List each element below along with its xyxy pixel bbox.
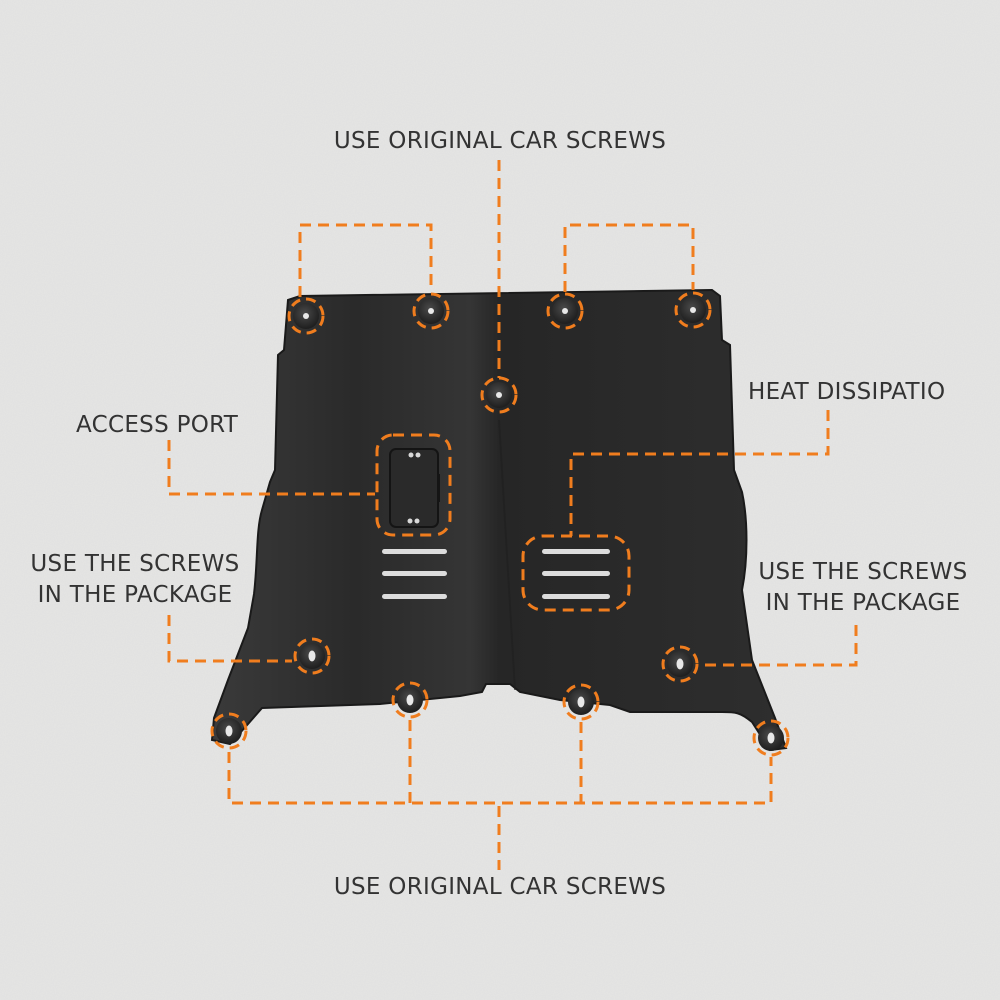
dashed-highlight-ring — [752, 719, 790, 757]
access-port-highlight — [375, 433, 452, 537]
screw-point-bottom-2 — [562, 683, 600, 721]
label-left-package-line1: USE THE SCREWS — [30, 551, 240, 577]
screw-point-top-0 — [287, 297, 325, 335]
plate-crease — [498, 419, 516, 691]
leader-bottom-bracket — [227, 752, 773, 805]
leader-right-package — [698, 625, 858, 667]
screw-point-top-2 — [546, 292, 584, 330]
dashed-highlight-ring — [412, 292, 450, 330]
label-access-port: ACCESS PORT — [76, 412, 239, 438]
leader-left-package — [167, 615, 292, 663]
dashed-highlight-ring — [661, 645, 699, 683]
screw-point-bottom-1 — [391, 681, 429, 719]
leader-heat — [569, 410, 830, 536]
label-left-package: USE THE SCREWS IN THE PACKAGE — [20, 549, 250, 611]
label-right-package-line1: USE THE SCREWS — [758, 559, 968, 585]
screw-point-top-4 — [480, 376, 518, 414]
screw-markers — [210, 291, 790, 757]
vent-highlight — [521, 534, 631, 612]
screw-point-package-1 — [661, 645, 699, 683]
screw-point-bottom-0 — [210, 712, 248, 750]
dashed-highlight-ring — [287, 297, 325, 335]
label-bottom-original-screws: USE ORIGINAL CAR SCREWS — [333, 874, 667, 900]
vent-slots-right — [542, 549, 610, 599]
screw-point-top-1 — [412, 292, 450, 330]
label-top-original-screws: USE ORIGINAL CAR SCREWS — [333, 128, 667, 154]
screw-point-bottom-3 — [752, 719, 790, 757]
dashed-highlight-ring — [546, 292, 584, 330]
screw-point-top-3 — [674, 291, 712, 329]
dashed-highlight-ring — [562, 683, 600, 721]
access-port-hatch — [389, 448, 440, 528]
leader-lines — [167, 160, 858, 870]
skid-plate — [210, 288, 788, 752]
dashed-highlight-ring — [391, 681, 429, 719]
vent-slots-left — [382, 549, 447, 599]
leader-access-port — [167, 440, 375, 496]
dashed-highlight-ring — [293, 637, 331, 675]
label-heat-dissipation: HEAT DISSIPATIO — [748, 379, 946, 405]
label-left-package-line2: IN THE PACKAGE — [37, 582, 233, 608]
dashed-highlight-ring — [480, 376, 518, 414]
label-right-package: USE THE SCREWS IN THE PACKAGE — [748, 557, 978, 619]
dashed-highlight-ring — [674, 291, 712, 329]
dashed-highlight-ring — [210, 712, 248, 750]
screw-point-package-0 — [293, 637, 331, 675]
label-right-package-line2: IN THE PACKAGE — [765, 590, 961, 616]
